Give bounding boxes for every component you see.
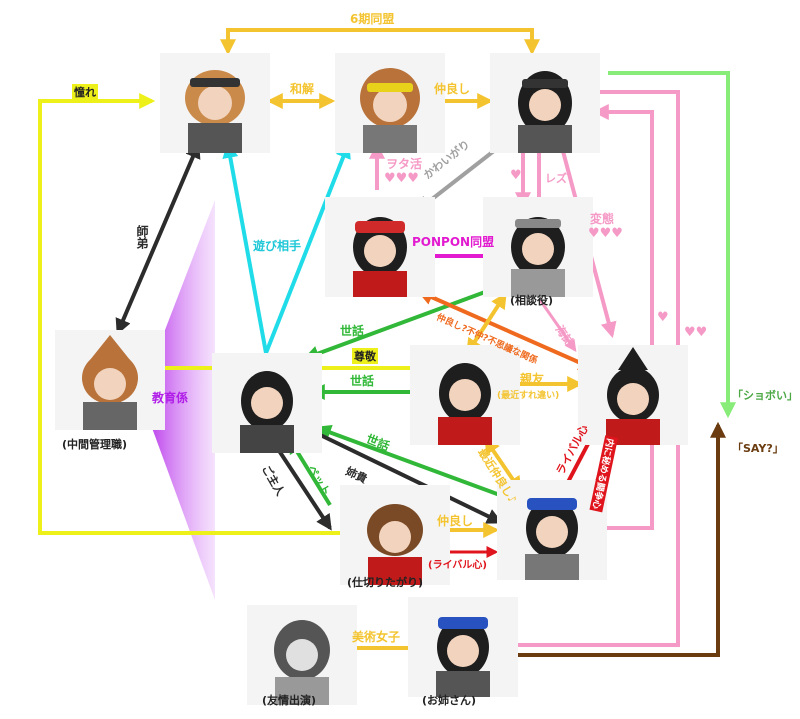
arrow-aneki bbox=[309, 428, 503, 524]
caption-big-sister: (お姉さん) bbox=[422, 694, 477, 707]
label-pink-heart: ♥ bbox=[657, 310, 669, 325]
label-shinyu: 親友 bbox=[520, 372, 545, 386]
label-wotakatsu: ヲタ活 bbox=[386, 157, 423, 171]
label-reconcile: 和解 bbox=[290, 82, 315, 96]
label-shitei: 師弟 bbox=[135, 225, 149, 249]
member-photo bbox=[408, 597, 518, 697]
label-sewa-2: 世話 bbox=[350, 374, 375, 388]
label-pink-hearts2: ♥♥ bbox=[684, 325, 708, 340]
label-shobo: 「ショボい」 bbox=[732, 389, 798, 402]
member-photo bbox=[325, 197, 435, 297]
arrow-hakase bbox=[538, 299, 577, 352]
label-hentai: 変態 bbox=[590, 212, 615, 226]
arrow-sewa-3 bbox=[314, 424, 509, 500]
caption-organizer: (仕切りたがり) bbox=[347, 576, 424, 589]
label-sonkei: 尊敬 bbox=[352, 348, 378, 364]
member-photo bbox=[497, 480, 607, 580]
label-education: 教育係 bbox=[152, 391, 189, 405]
label-asobiaite: 遊び相手 bbox=[253, 239, 302, 253]
label-wotakatsu-hearts: ♥♥♥ bbox=[384, 171, 419, 186]
label-say: 「SAY?」 bbox=[732, 442, 784, 455]
member-photo bbox=[578, 345, 688, 445]
member-photo bbox=[490, 53, 600, 153]
label-6ki-doumei: 6期同盟 bbox=[350, 12, 395, 26]
label-akogare: 憧れ bbox=[72, 84, 98, 100]
label-ponpon: PONPON同盟 bbox=[412, 235, 495, 249]
label-heart: ♥ bbox=[510, 168, 522, 183]
member-photo bbox=[335, 53, 445, 153]
member-photo bbox=[212, 353, 322, 453]
caption-middle-manager: (中間管理職) bbox=[62, 438, 128, 451]
label-rival-bottom: (ライバル心) bbox=[428, 560, 487, 571]
arrow-gold-small bbox=[466, 292, 507, 355]
label-shinyu-sub: (最近すれ違い) bbox=[497, 391, 560, 401]
arrow-say bbox=[500, 421, 726, 657]
arrow-pink-inner bbox=[592, 104, 654, 530]
label-nakayoshi-top: 仲良し bbox=[434, 82, 471, 96]
arrow-asobiaite-right bbox=[264, 142, 351, 354]
arrow-6ki-doumei bbox=[220, 28, 540, 56]
arrow-shobo bbox=[608, 71, 736, 419]
caption-advisor: (相談役) bbox=[510, 294, 554, 307]
member-photo bbox=[247, 605, 357, 705]
label-lez: レズ bbox=[545, 172, 567, 185]
caption-guest: (友情出演) bbox=[262, 694, 317, 707]
member-photo bbox=[340, 485, 450, 585]
member-photo bbox=[483, 197, 593, 297]
arrow-shitei bbox=[115, 142, 201, 335]
arrow-akogare bbox=[38, 93, 340, 535]
label-sewa-1: 世話 bbox=[340, 324, 365, 338]
member-photo bbox=[160, 53, 270, 153]
arrow-asobiaite-left bbox=[222, 141, 268, 354]
member-photo bbox=[55, 330, 165, 430]
label-bijutsu: 美術女子 bbox=[352, 630, 401, 644]
member-photo bbox=[410, 345, 520, 445]
label-nakayoshi-bottom: 仲良し bbox=[437, 514, 474, 528]
label-hentai-hearts: ♥♥♥ bbox=[588, 226, 623, 241]
